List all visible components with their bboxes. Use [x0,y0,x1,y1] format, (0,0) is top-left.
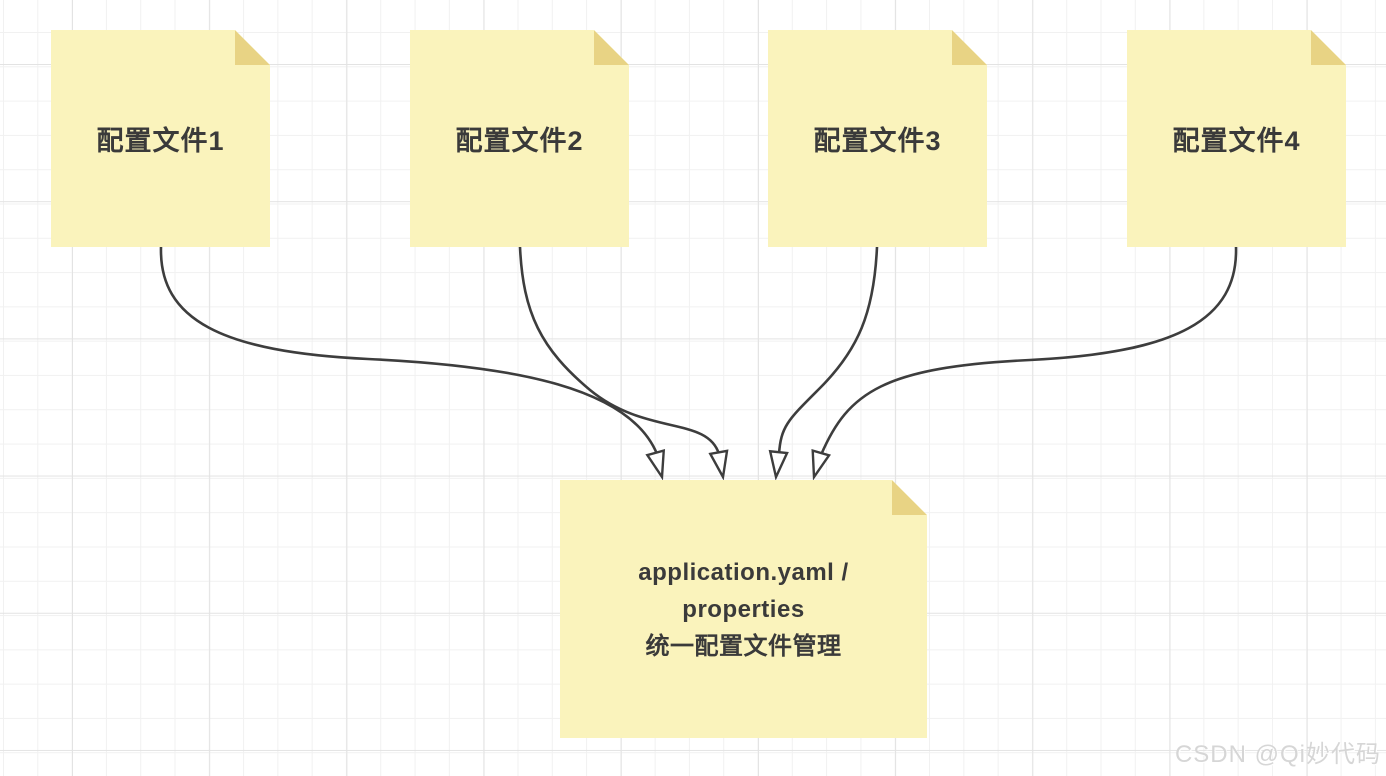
arrowhead-icon [645,449,666,481]
sticky-note-config-3: 配置文件3 [768,30,987,247]
arrowhead-icon [708,449,729,481]
folded-corner-icon [235,30,270,65]
watermark-text: CSDN @Qi妙代码 [1174,741,1381,768]
sticky-note-unified-config: application.yaml / properties 统一配置文件管理 [560,480,927,738]
arrowhead-icon [768,449,789,481]
note-label: 配置文件2 [455,126,584,156]
note-label: 配置文件3 [813,126,942,156]
note-label: 配置文件1 [96,126,225,156]
folded-corner-icon [892,480,927,515]
sticky-note-config-4: 配置文件4 [1127,30,1346,247]
sticky-note-config-1: 配置文件1 [51,30,270,247]
sticky-note-config-2: 配置文件2 [410,30,629,247]
arrowhead-icon [811,449,832,481]
note-label: application.yaml / properties 统一配置文件管理 [638,558,849,660]
connector-path-1 [159,245,659,456]
connector-path-2 [518,245,721,456]
connector-path-3 [777,245,879,456]
folded-corner-icon [952,30,987,65]
folded-corner-icon [1311,30,1346,65]
note-label: 配置文件4 [1172,126,1301,156]
folded-corner-icon [594,30,629,65]
connector-path-4 [819,245,1238,457]
